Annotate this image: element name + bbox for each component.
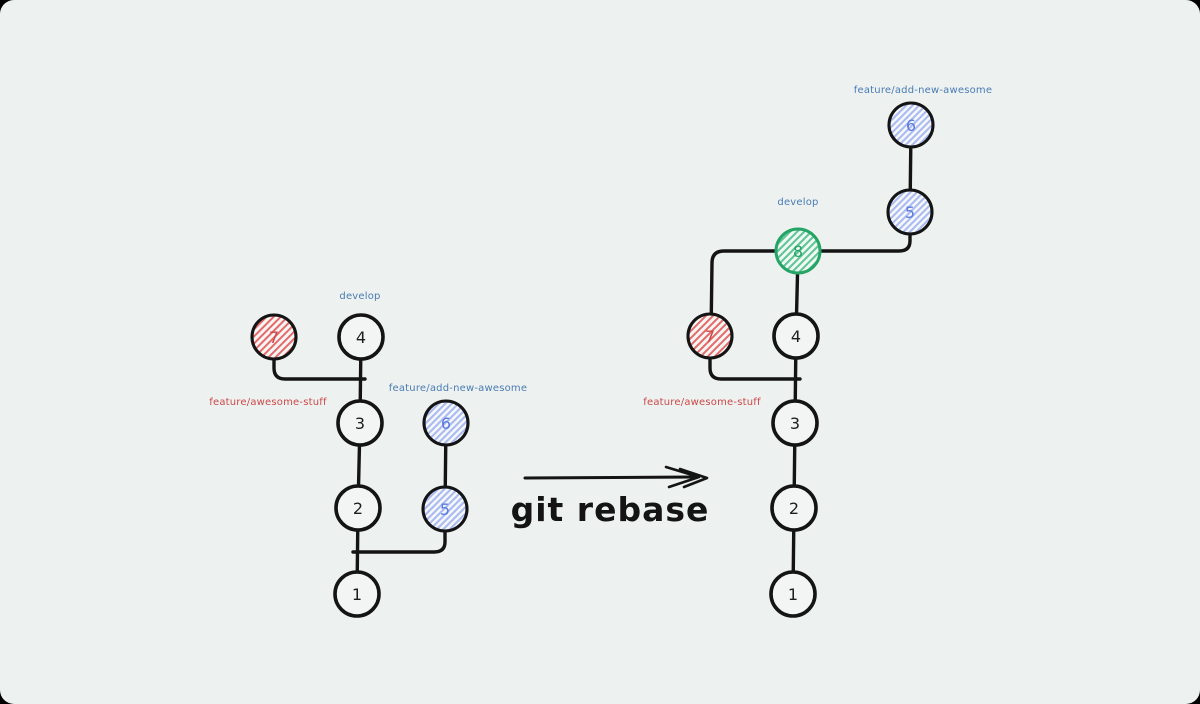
before-commit-6-number: 6: [441, 414, 451, 433]
after-branch-label-develop: develop: [777, 197, 818, 208]
after-commit-5-number: 5: [905, 203, 915, 222]
before-edge-5-branch: [351, 510, 447, 554]
after-edge-5-8: [796, 213, 912, 253]
before-commit-3-circle: [336, 399, 384, 447]
after-commit-6-number: 6: [906, 116, 916, 135]
after-commit-2-circle: [770, 484, 818, 532]
before-commit-1-circle: [333, 570, 381, 618]
before-commit-2-circle: [334, 484, 382, 532]
after-commit-8: 8: [774, 227, 822, 275]
before-commit-1: 1: [333, 570, 381, 618]
before-commit-5-circle: [421, 485, 469, 533]
before-commit-4-number: 4: [356, 328, 366, 347]
after-edge-7-branch: [708, 337, 802, 381]
after-commit-2-number: 2: [789, 499, 799, 518]
rebase-transform: git rebase: [511, 465, 710, 529]
before-commit-3-number: 3: [355, 414, 365, 433]
rebase-arrow-head-2: [678, 467, 709, 489]
after-commit-7-circle: [686, 312, 734, 360]
after-commit-4-circle: [772, 312, 820, 360]
after-commit-3-number: 3: [790, 414, 800, 433]
before-commit-1-number: 1: [352, 585, 362, 604]
before-commit-6-circle: [422, 399, 470, 447]
before-branch-label-add-new-awesome: feature/add-new-awesome: [389, 383, 527, 394]
after-commit-5: 5: [886, 188, 934, 236]
before-commit-7-circle: [250, 313, 298, 361]
after-commit-1-number: 1: [788, 585, 798, 604]
before-commit-3: 3: [336, 399, 384, 447]
rebase-arrow-shaft: [523, 475, 696, 480]
after-commit-8-circle: [774, 227, 822, 275]
before-edge-7-branch: [272, 338, 367, 381]
after-commit-4: 4: [772, 312, 820, 360]
after-commit-3-circle: [771, 399, 819, 447]
after-commit-7-number: 7: [705, 327, 715, 346]
before-branch-label-awesome-stuff: feature/awesome-stuff: [209, 397, 327, 408]
after-commit-1: 1: [769, 570, 817, 618]
before-commit-2: 2: [334, 484, 382, 532]
after-commit-5-circle: [886, 188, 934, 236]
before-branch-label-develop: develop: [339, 291, 380, 302]
after-commit-7: 7: [686, 312, 734, 360]
after-branch-label-add-new-awesome: feature/add-new-awesome: [854, 85, 992, 96]
before-commit-4-circle: [337, 313, 385, 361]
before-commit-5: 5: [421, 485, 469, 533]
before-commit-4: 4: [337, 313, 385, 361]
after-branch-label-awesome-stuff: feature/awesome-stuff: [643, 397, 761, 408]
before-commit-6: 6: [422, 399, 470, 447]
after-commit-6: 6: [887, 101, 935, 149]
rebase-arrow-icon: [523, 465, 709, 489]
before-commit-5-number: 5: [440, 500, 450, 519]
before-commit-7-number: 7: [269, 328, 279, 347]
before-commit-2-number: 2: [353, 499, 363, 518]
after-edge-8-7: [709, 249, 800, 338]
after-commit-4-number: 4: [791, 327, 801, 346]
after-commit-1-circle: [769, 570, 817, 618]
rebase-arrow-head: [664, 465, 701, 489]
before-graph: 7 4 3 6 2: [209, 291, 527, 618]
before-commit-7: 7: [250, 313, 298, 361]
after-commit-3: 3: [771, 399, 819, 447]
git-rebase-label: git rebase: [511, 490, 710, 529]
after-graph: 6 5 8 7 4: [643, 85, 992, 618]
after-commit-2: 2: [770, 484, 818, 532]
after-commit-8-number: 8: [793, 242, 803, 261]
after-commit-6-circle: [887, 101, 935, 149]
